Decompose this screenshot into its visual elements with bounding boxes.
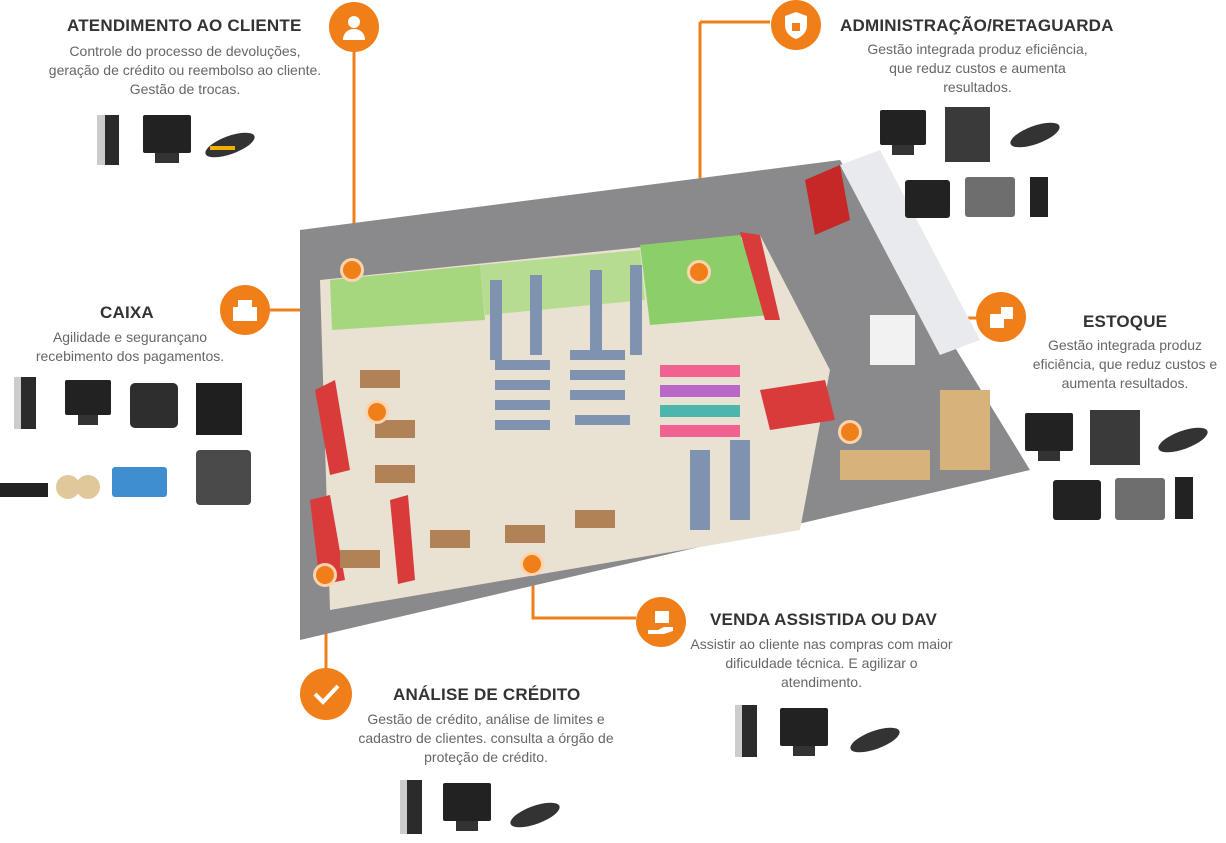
cash-register-icon[interactable] <box>220 285 270 335</box>
analise-equipment <box>400 780 560 834</box>
administracao-equipment <box>880 107 1060 218</box>
administracao-pin[interactable] <box>687 260 711 284</box>
section-title-atendimento: ATENDIMENTO AO CLIENTE <box>67 16 302 35</box>
caixa-pin[interactable] <box>365 400 389 424</box>
boxes-icon[interactable] <box>976 292 1026 342</box>
venda-equipment <box>735 705 900 757</box>
section-title-venda: VENDA ASSISTIDA OU DAV <box>710 610 937 629</box>
section-title-analise: ANÁLISE DE CRÉDITO <box>393 685 581 704</box>
section-desc-venda: Assistir ao cliente nas compras com maio… <box>690 636 953 690</box>
lock-shield-icon[interactable] <box>771 0 821 50</box>
section-desc-estoque: Gestão integrada produz eficiência, que … <box>1032 337 1218 391</box>
atendimento-equipment <box>97 115 255 165</box>
venda-pin[interactable] <box>520 552 544 576</box>
section-desc-analise: Gestão de crédito, análise de limites e … <box>358 711 614 765</box>
hand-box-icon[interactable] <box>636 597 686 647</box>
analise-pin[interactable] <box>313 563 337 587</box>
user-headset-icon[interactable] <box>329 2 379 52</box>
estoque-equipment <box>1025 410 1208 520</box>
section-title-caixa: CAIXA <box>100 303 154 322</box>
barcode-scanner-icon <box>205 132 255 158</box>
section-desc-administracao: Gestão integrada produz eficiência, que … <box>867 41 1088 95</box>
section-title-administracao: ADMINISTRAÇÃO/RETAGUARDA <box>840 16 1114 35</box>
checkmark-icon[interactable] <box>300 668 352 720</box>
atendimento-pin[interactable] <box>340 258 364 282</box>
cpu-tower-icon <box>97 115 119 165</box>
section-desc-atendimento: Controle do processo de devoluções, gera… <box>48 43 322 97</box>
section-desc-caixa: Agilidade e segurançano recebimento dos … <box>35 329 225 364</box>
section-title-estoque: ESTOQUE <box>1083 312 1168 331</box>
estoque-pin[interactable] <box>838 420 862 444</box>
touch-monitor-icon <box>143 115 191 163</box>
caixa-equipment <box>0 377 251 505</box>
